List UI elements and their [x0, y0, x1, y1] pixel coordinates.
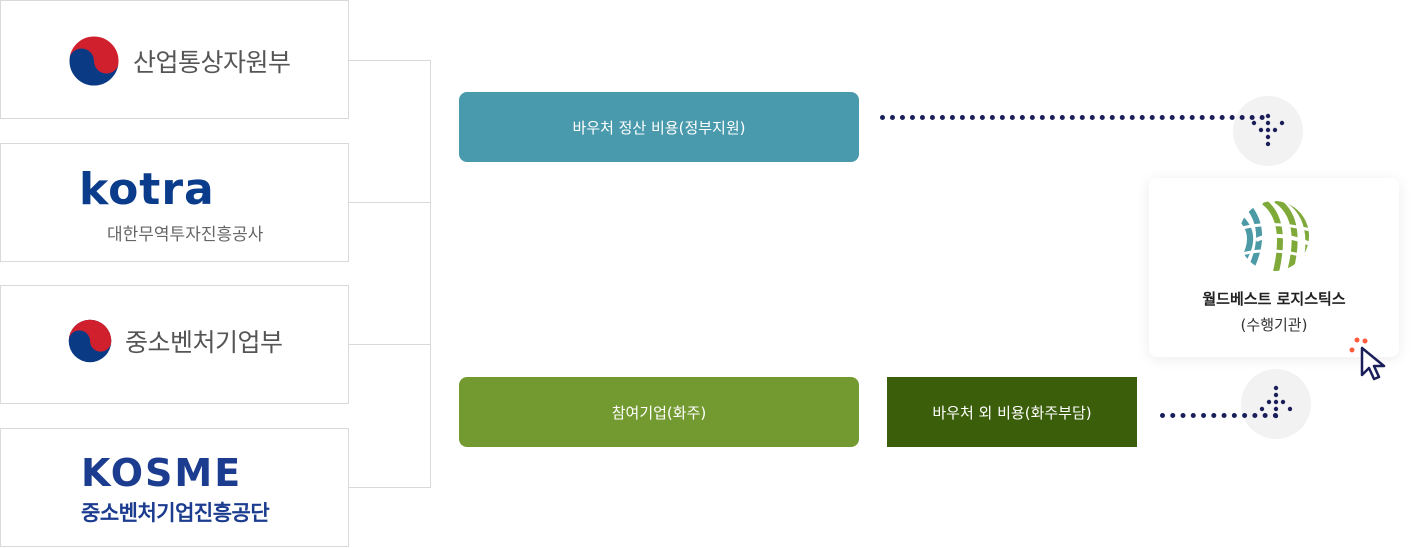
- org-box-kosme: KOSME 중소벤처기업진흥공단: [0, 428, 349, 547]
- executor-name: 월드베스트 로지스틱스: [1202, 290, 1346, 308]
- taegeuk-icon: [68, 319, 112, 363]
- connector-line: [349, 487, 431, 488]
- taegeuk-icon: [68, 35, 120, 87]
- dotted-flow-line-bottom: [1160, 413, 1278, 418]
- motie-name: 산업통상자원부: [133, 48, 291, 77]
- org-box-mss: 중소벤처기업부: [0, 285, 349, 404]
- voucher-extra-cost-box: 바우처 외 비용(화주부담): [887, 377, 1137, 447]
- kosme-wordmark: KOSME: [81, 451, 243, 495]
- cursor-click-icon: [1349, 337, 1386, 381]
- kosme-subtitle: 중소벤처기업진흥공단: [81, 501, 270, 525]
- kotra-subtitle: 대한무역투자진흥공사: [107, 225, 264, 245]
- mss-logo: 중소벤처기업부: [67, 318, 283, 364]
- dotted-flow-line-top: [880, 115, 1265, 120]
- mss-name: 중소벤처기업부: [125, 328, 283, 357]
- voucher-settlement-box: 바우처 정산 비용(정부지원): [459, 92, 859, 162]
- connector-line: [349, 344, 431, 345]
- executor-role: (수행기관): [1240, 316, 1308, 334]
- org-box-motie: 산업통상자원부: [0, 0, 349, 119]
- participant-box: 참여기업(화주): [459, 377, 859, 447]
- arrow-up-icon: [1259, 385, 1293, 419]
- executor-card: 월드베스트 로지스틱스 (수행기관): [1149, 178, 1399, 357]
- connector-line: [349, 60, 431, 61]
- motie-logo: 산업통상자원부: [67, 34, 291, 88]
- globe-logo-icon: [1239, 201, 1309, 271]
- org-box-kotra: kotra 대한무역투자진흥공사: [0, 143, 349, 262]
- connector-line: [430, 60, 431, 488]
- kotra-wordmark: kotra: [79, 164, 215, 215]
- arrow-down-icon: [1251, 113, 1285, 147]
- connector-line: [349, 202, 431, 203]
